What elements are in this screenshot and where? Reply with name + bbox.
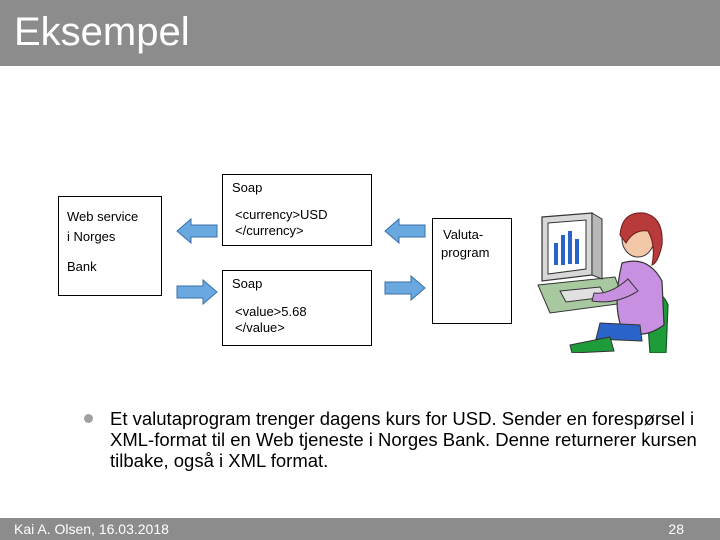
request-line2: </currency>: [235, 223, 304, 238]
request-line1: <currency>USD: [235, 207, 328, 222]
left-arrow-from-client: [384, 217, 426, 245]
footer-bar: Kai A. Olsen, 16.03.2018 28: [0, 518, 720, 540]
request-message-box: Soap <currency>USD </currency>: [222, 174, 372, 246]
page-number: 28: [668, 521, 684, 537]
left-arrow-to-web-service: [176, 217, 218, 245]
response-line2: </value>: [235, 320, 285, 335]
slide-title: Eksempel: [14, 10, 190, 54]
bullet-dot-icon: [84, 414, 93, 423]
title-bar: Eksempel: [0, 0, 720, 66]
client-line2: program: [441, 245, 490, 260]
client-line1: Valuta-: [443, 227, 484, 242]
client-program-box: Valuta- program: [432, 218, 512, 324]
response-line1: <value>5.68: [235, 304, 307, 319]
person-at-computer-icon: [537, 212, 669, 353]
right-arrow-to-client: [384, 274, 426, 302]
web-service-line3: Bank: [67, 259, 97, 274]
response-soap-label: Soap: [232, 276, 263, 291]
web-service-line2: i Norges: [67, 229, 116, 244]
footer-author-date: Kai A. Olsen, 16.03.2018: [14, 521, 169, 537]
response-message-box: Soap <value>5.68 </value>: [222, 270, 372, 346]
web-service-line1: Web service: [67, 209, 139, 224]
web-service-box: Web service i Norges Bank: [58, 196, 162, 296]
right-arrow-to-response: [176, 278, 218, 306]
request-soap-label: Soap: [232, 180, 263, 195]
bullet-text: Et valutaprogram trenger dagens kurs for…: [110, 408, 697, 471]
